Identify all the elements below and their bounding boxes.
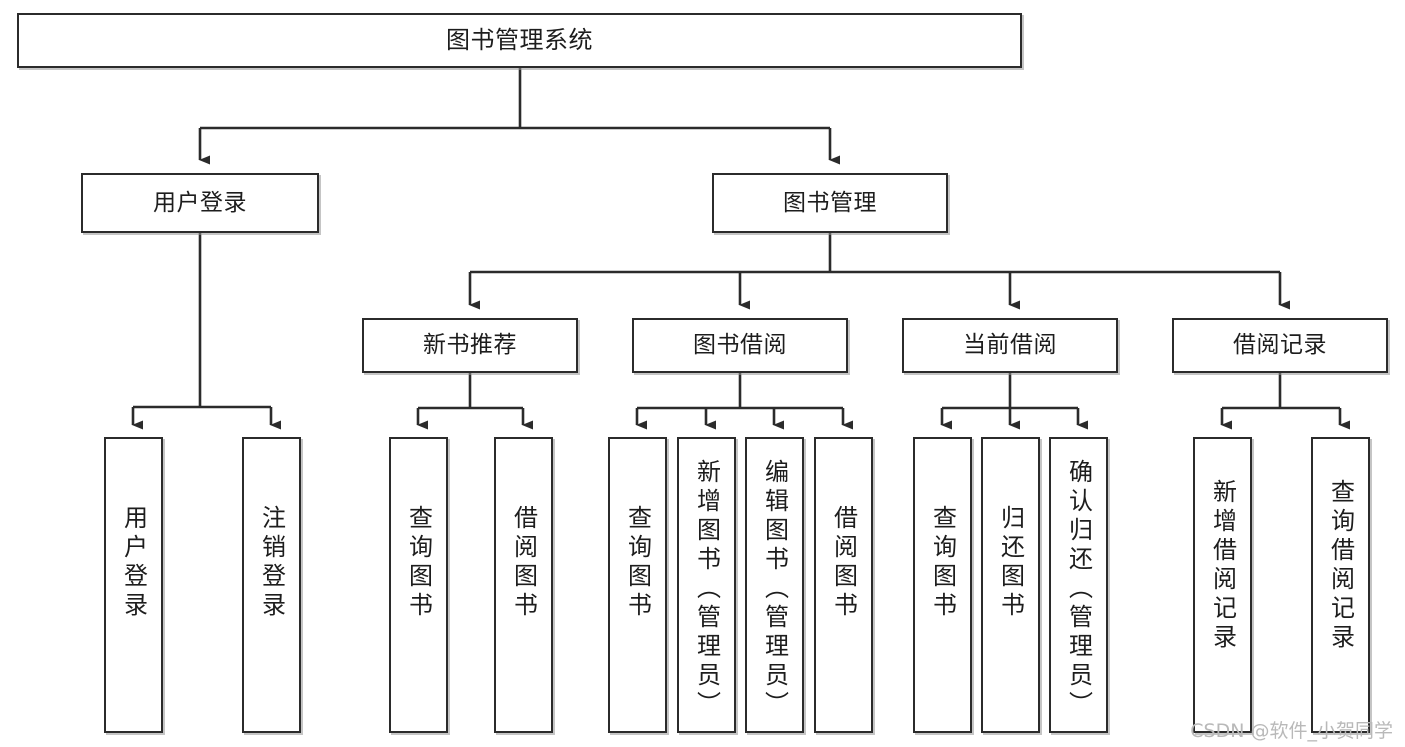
node-leaf-query-book-2-label: 查询图书 <box>623 505 652 621</box>
node-leaf-borrow-book-1[interactable]: 借阅图书 <box>494 437 553 733</box>
node-leaf-borrow-book-2[interactable]: 借阅图书 <box>814 437 873 733</box>
node-new-book-recommend[interactable]: 新书推荐 <box>362 318 578 373</box>
node-leaf-user-login[interactable]: 用户登录 <box>104 437 163 733</box>
node-leaf-user-login-label: 用户登录 <box>119 505 148 621</box>
node-leaf-edit-book[interactable]: 编辑图书（管理员） <box>745 437 804 733</box>
node-root-label: 图书管理系统 <box>446 25 593 54</box>
node-book-borrow[interactable]: 图书借阅 <box>632 318 848 373</box>
node-leaf-add-record[interactable]: 新增借阅记录 <box>1193 437 1252 733</box>
node-current-borrow[interactable]: 当前借阅 <box>902 318 1118 373</box>
node-leaf-query-book-1-label: 查询图书 <box>404 505 433 621</box>
node-leaf-confirm-return-label: 确认归还（管理员） <box>1064 459 1093 720</box>
node-user-login-label: 用户登录 <box>153 189 247 216</box>
node-book-borrow-label: 图书借阅 <box>693 332 787 359</box>
node-borrow-record[interactable]: 借阅记录 <box>1172 318 1388 373</box>
node-leaf-query-book-3-label: 查询图书 <box>928 505 957 621</box>
node-leaf-add-book-label: 新增图书（管理员） <box>692 459 721 720</box>
node-leaf-query-record[interactable]: 查询借阅记录 <box>1311 437 1370 733</box>
node-leaf-borrow-book-1-label: 借阅图书 <box>509 505 538 621</box>
node-leaf-user-logout[interactable]: 注销登录 <box>242 437 301 733</box>
node-user-login[interactable]: 用户登录 <box>81 173 319 233</box>
node-leaf-query-book-2[interactable]: 查询图书 <box>608 437 667 733</box>
watermark-text: CSDN @软件_小贺同学 <box>1190 720 1393 742</box>
node-leaf-return-book[interactable]: 归还图书 <box>981 437 1040 733</box>
node-book-manage-label: 图书管理 <box>783 189 877 216</box>
node-leaf-user-logout-label: 注销登录 <box>257 505 286 621</box>
node-book-manage[interactable]: 图书管理 <box>712 173 948 233</box>
node-root[interactable]: 图书管理系统 <box>17 13 1022 68</box>
node-leaf-query-book-3[interactable]: 查询图书 <box>913 437 972 733</box>
node-borrow-record-label: 借阅记录 <box>1233 332 1327 359</box>
node-new-book-recommend-label: 新书推荐 <box>423 332 517 359</box>
node-leaf-confirm-return[interactable]: 确认归还（管理员） <box>1049 437 1108 733</box>
node-leaf-query-record-label: 查询借阅记录 <box>1326 479 1355 653</box>
node-leaf-borrow-book-2-label: 借阅图书 <box>829 505 858 621</box>
node-leaf-add-record-label: 新增借阅记录 <box>1208 479 1237 653</box>
node-leaf-add-book[interactable]: 新增图书（管理员） <box>677 437 736 733</box>
node-leaf-query-book-1[interactable]: 查询图书 <box>389 437 448 733</box>
node-leaf-edit-book-label: 编辑图书（管理员） <box>760 459 789 720</box>
node-current-borrow-label: 当前借阅 <box>963 332 1057 359</box>
node-leaf-return-book-label: 归还图书 <box>996 505 1025 621</box>
